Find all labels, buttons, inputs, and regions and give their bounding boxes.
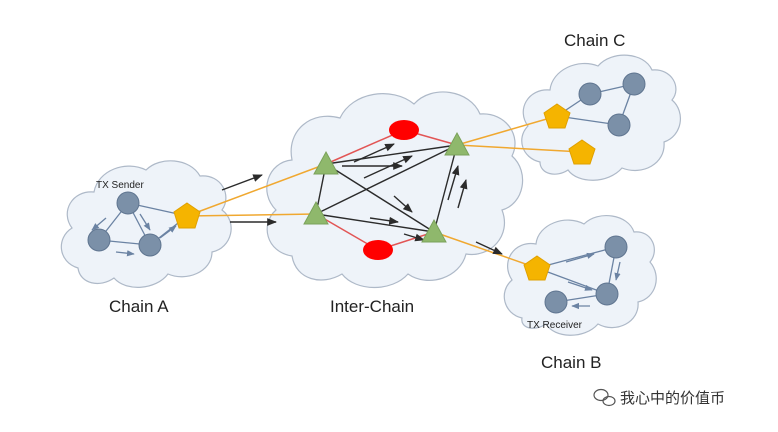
relay-triangle [421, 218, 447, 243]
chain-c-gateway [543, 103, 571, 129]
cross-chain-links [186, 115, 583, 269]
chain-a-label: Chain A [109, 297, 169, 316]
tx-sender-label: TX Sender [96, 180, 144, 191]
wechat-icon [593, 388, 616, 407]
cloud-inter-chain [266, 91, 524, 289]
relay-triangle [303, 200, 329, 225]
chain-a-node-sender [116, 191, 140, 215]
chain-b-node [604, 235, 628, 259]
chain-a-node [138, 233, 162, 257]
hub-node-top [389, 120, 419, 140]
chain-b-node-receiver [544, 290, 568, 314]
inter-chain-label: Inter-Chain [330, 297, 414, 316]
hub-node-bottom [363, 240, 393, 260]
chain-b-node [595, 282, 619, 306]
chain-b-gateway [523, 255, 551, 281]
chain-c-node [578, 82, 602, 106]
chain-c-node [622, 72, 646, 96]
chain-a-gateway [173, 202, 201, 229]
inter-chain-mesh [315, 144, 458, 233]
relay-triangle [444, 131, 470, 156]
flow-arrows [221, 143, 503, 255]
chain-c-label: Chain C [564, 31, 625, 50]
relay-triangle [313, 150, 339, 175]
chain-b-label: Chain B [541, 353, 601, 372]
chain-c-node [607, 113, 631, 137]
chain-c-gateway [568, 139, 596, 165]
chain-a-node [87, 228, 111, 252]
watermark-text: 我心中的价值币 [620, 389, 725, 407]
tx-receiver-label: TX Receiver [527, 320, 583, 331]
